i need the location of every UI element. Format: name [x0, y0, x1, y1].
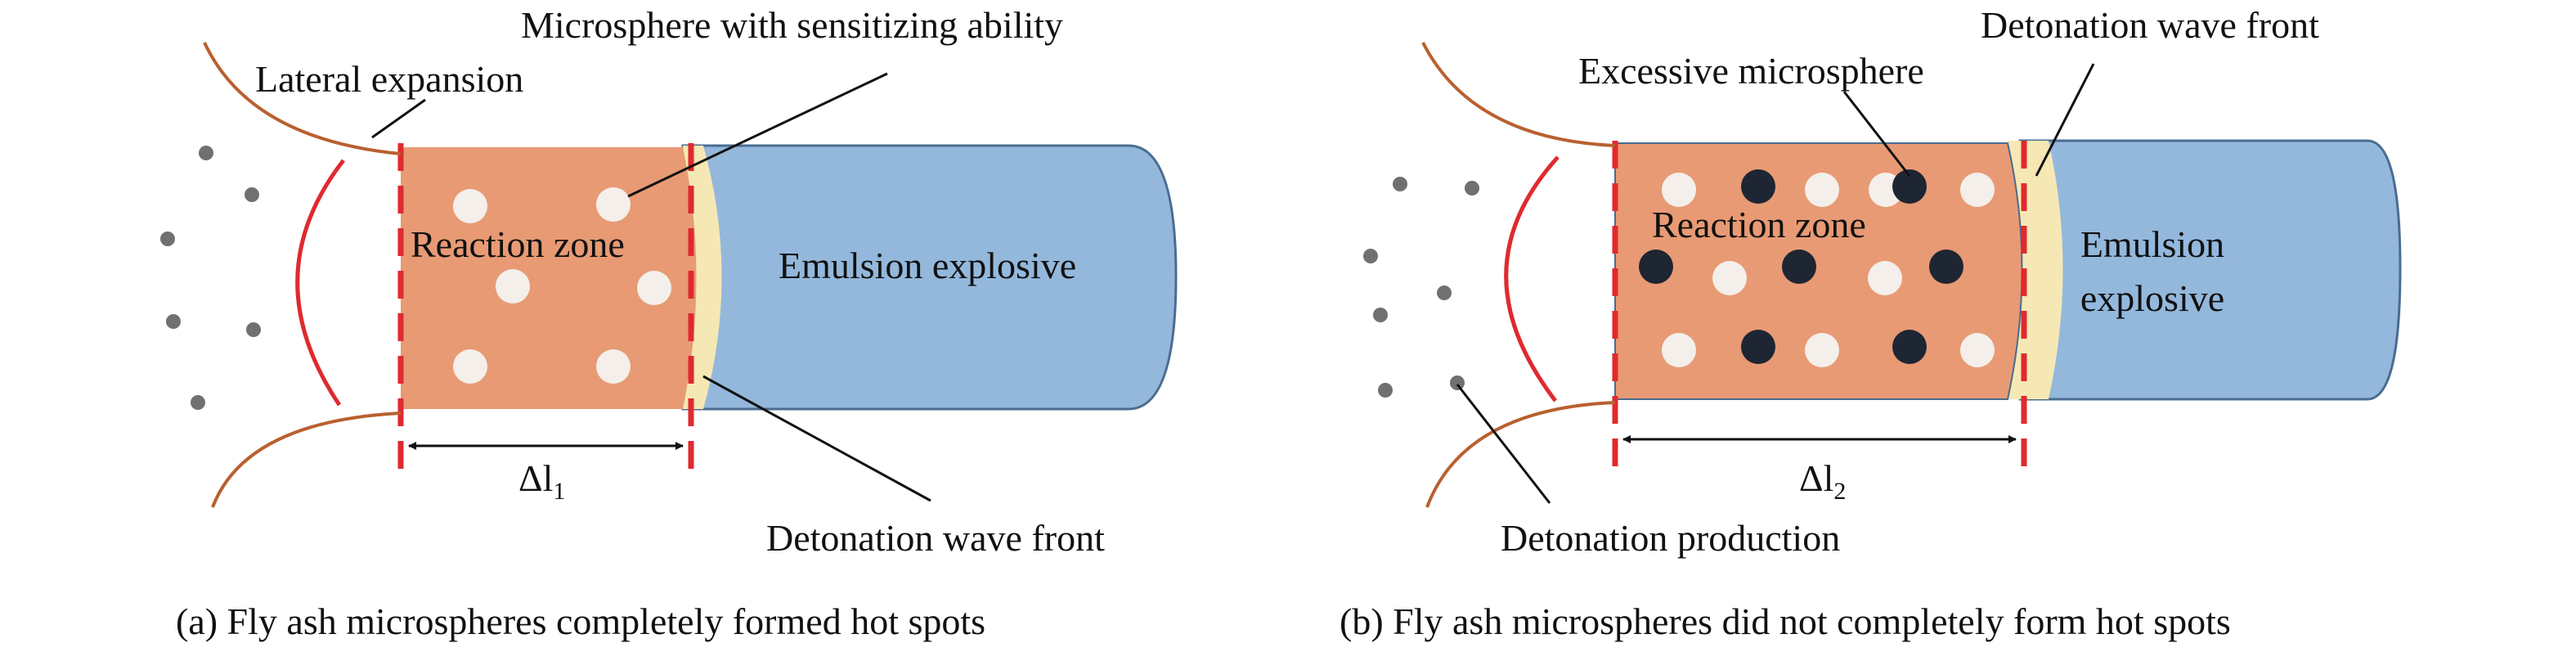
leader-lateral — [371, 98, 426, 139]
filled-microsphere — [1892, 169, 1927, 204]
filled-microsphere — [1929, 250, 1963, 284]
filled-microsphere — [1741, 330, 1775, 364]
lateral-expansion-bottom-curve — [211, 411, 402, 508]
shock-arc — [295, 159, 345, 407]
empty-microsphere — [637, 271, 671, 305]
empty-microsphere — [1662, 173, 1696, 207]
filled-microsphere — [1892, 330, 1927, 364]
product-dot — [1378, 383, 1393, 398]
lateral-expansion-top-curve — [203, 42, 402, 155]
product-dot — [1465, 181, 1479, 196]
product-dot — [246, 322, 261, 337]
empty-microsphere — [453, 189, 487, 223]
product-dot — [1363, 249, 1378, 263]
caption-a: (a) Fly ash microspheres completely form… — [176, 600, 985, 642]
label-explosive: explosive — [2080, 277, 2224, 319]
empty-microsphere — [1868, 261, 1902, 295]
label-reaction-zone: Reaction zone — [411, 223, 625, 265]
leader-excessive-microsphere — [1842, 91, 1911, 177]
lateral-expansion-top-curve — [1421, 42, 1616, 147]
microspheres — [1639, 169, 1995, 367]
product-dot — [166, 314, 181, 329]
empty-microsphere — [1662, 333, 1696, 367]
label-dimension-b: Δl2 — [1799, 457, 1846, 505]
lateral-expansion-bottom-curve — [1425, 401, 1616, 508]
detonation-product-dots — [1363, 177, 1479, 398]
detonation-product-dots — [160, 146, 261, 410]
label-dimension-a: Δl1 — [518, 457, 565, 505]
dim-symbol: Δl — [1799, 457, 1833, 499]
leader-production — [1456, 384, 1551, 504]
microspheres — [453, 187, 671, 384]
explosive-cylinder — [2018, 139, 2402, 401]
empty-microsphere — [1805, 333, 1839, 367]
label-detonation-wave-front: Detonation wave front — [766, 517, 1105, 559]
empty-microsphere — [596, 349, 631, 384]
caption-b: (b) Fly ash microspheres did not complet… — [1340, 600, 2231, 642]
filled-microsphere — [1639, 250, 1673, 284]
leader-wave-front — [702, 375, 931, 502]
dim-subscript: 1 — [553, 478, 565, 505]
label-excessive-microsphere: Excessive microsphere — [1578, 50, 1924, 92]
panel-a: Microsphere with sensitizing ability Lat… — [160, 4, 1178, 642]
label-emulsion: Emulsion — [2080, 223, 2224, 265]
dim-symbol: Δl — [518, 457, 553, 499]
shock-arc — [1504, 155, 1560, 402]
product-dot — [1437, 286, 1452, 300]
leader-microsphere — [627, 72, 888, 198]
product-dot — [191, 395, 205, 410]
dim-subscript: 2 — [1833, 478, 1846, 505]
label-emulsion-explosive: Emulsion explosive — [779, 245, 1076, 286]
empty-microsphere — [596, 187, 631, 222]
product-dot — [1373, 308, 1388, 322]
label-detonation-wave-front: Detonation wave front — [1981, 4, 2319, 46]
product-dot — [1450, 375, 1465, 390]
product-dot — [245, 187, 259, 202]
label-reaction-zone: Reaction zone — [1652, 204, 1866, 245]
empty-microsphere — [453, 349, 487, 384]
empty-microsphere — [1960, 173, 1995, 207]
product-dot — [199, 146, 213, 160]
label-lateral-expansion: Lateral expansion — [255, 58, 523, 100]
empty-microsphere — [1712, 261, 1747, 295]
empty-microsphere — [1805, 173, 1839, 207]
empty-microsphere — [1960, 333, 1995, 367]
label-microsphere: Microsphere with sensitizing ability — [521, 4, 1063, 46]
filled-microsphere — [1782, 250, 1816, 284]
product-dot — [160, 232, 175, 246]
explosive-cylinder — [681, 144, 1178, 411]
empty-microsphere — [496, 269, 530, 304]
filled-microsphere — [1741, 169, 1775, 204]
leader-wave-front — [2035, 63, 2095, 177]
panel-b: Detonation wave front Excessive microsph… — [1340, 4, 2402, 642]
label-detonation-production: Detonation production — [1501, 517, 1840, 559]
product-dot — [1393, 177, 1407, 191]
